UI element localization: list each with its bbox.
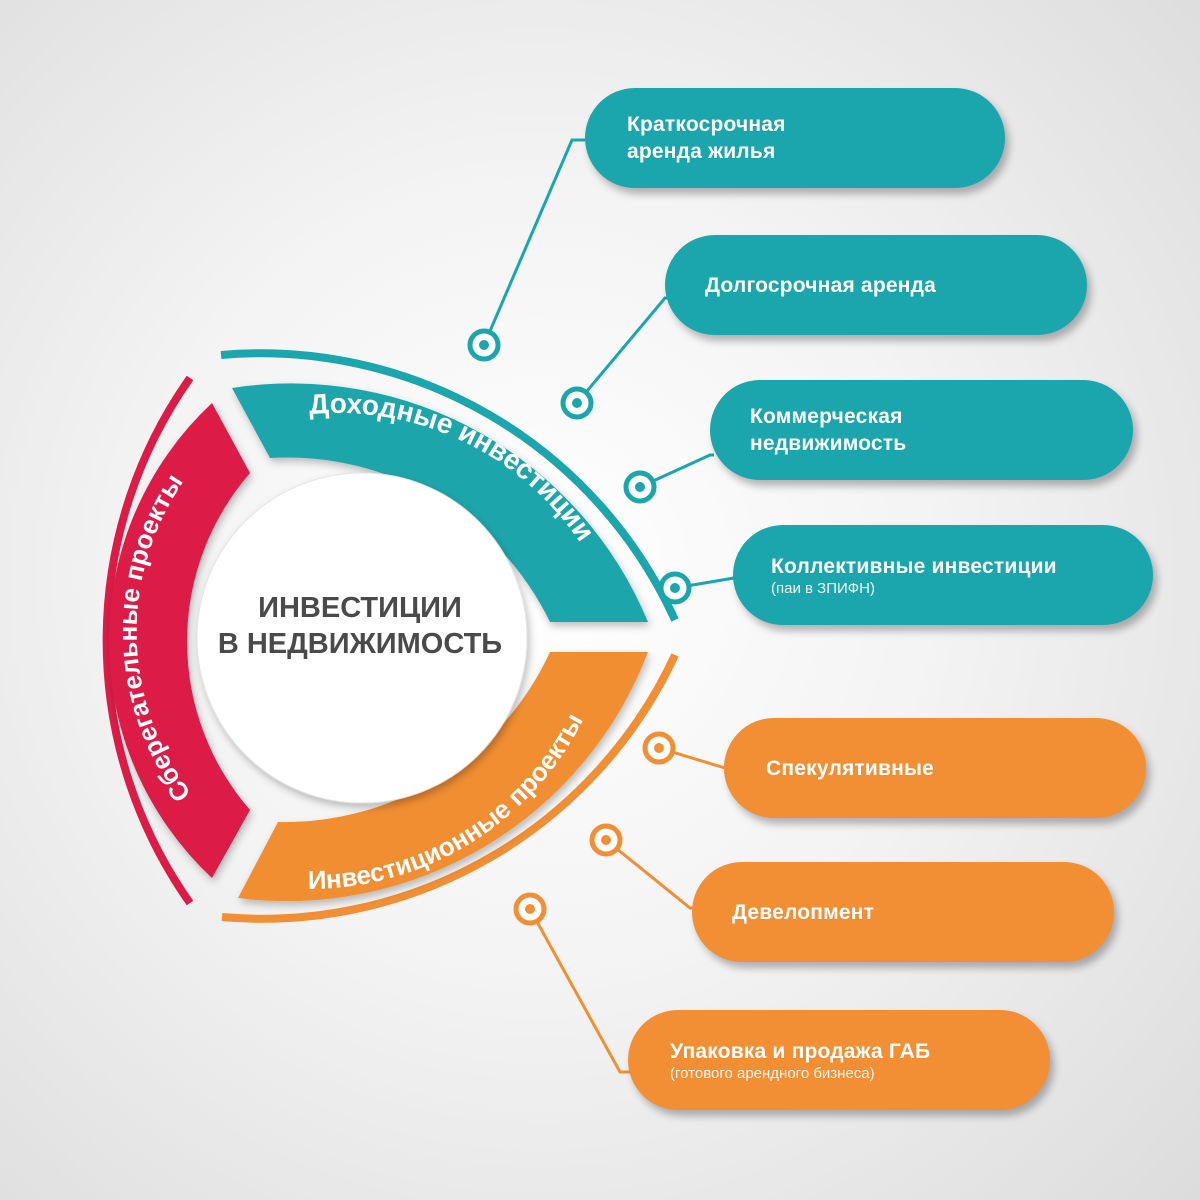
pill-label: Долгосрочная аренда [705, 273, 937, 297]
pill-sublabel: (паи в ЗПИФН) [771, 579, 875, 597]
pill-label: Спекулятивные [766, 756, 935, 780]
outer-arc-red [102, 375, 194, 906]
pill-sublabel: (готового арендного бизнеса) [670, 1064, 875, 1082]
pill-label: Коллективные инвестиции [771, 554, 1057, 578]
segment-income [232, 383, 648, 622]
pill-speculative: Спекулятивные [724, 718, 1146, 818]
teal-nodes [467, 328, 692, 605]
pill-collective: Коллективные инвестиции (паи в ЗПИФН) [733, 525, 1153, 625]
pill-label: Упаковка и продажа ГАБ [670, 1039, 931, 1063]
pill-short-term-rent: Краткосрочная аренда жилья [585, 88, 1005, 188]
center-title: ИНВЕСТИЦИИ В НЕДВИЖИМОСТЬ [217, 592, 503, 660]
segment-savings [108, 403, 251, 878]
pill-label: Девелопмент [732, 900, 875, 924]
pill-label: Коммерческая недвижимость [750, 405, 907, 455]
pill-label: Краткосрочная аренда жилья [627, 113, 786, 163]
outer-arc-teal [220, 349, 679, 622]
pill-development: Девелопмент [692, 862, 1114, 962]
pill-commercial: Коммерческая недвижимость [710, 380, 1133, 480]
orange-nodes [513, 731, 676, 926]
pill-long-term-rent: Долгосрочная аренда [665, 235, 1087, 335]
outer-arc-orange [221, 653, 679, 923]
pill-gab: Упаковка и продажа ГАБ (готового арендно… [628, 1010, 1050, 1110]
center-circle [196, 472, 528, 804]
